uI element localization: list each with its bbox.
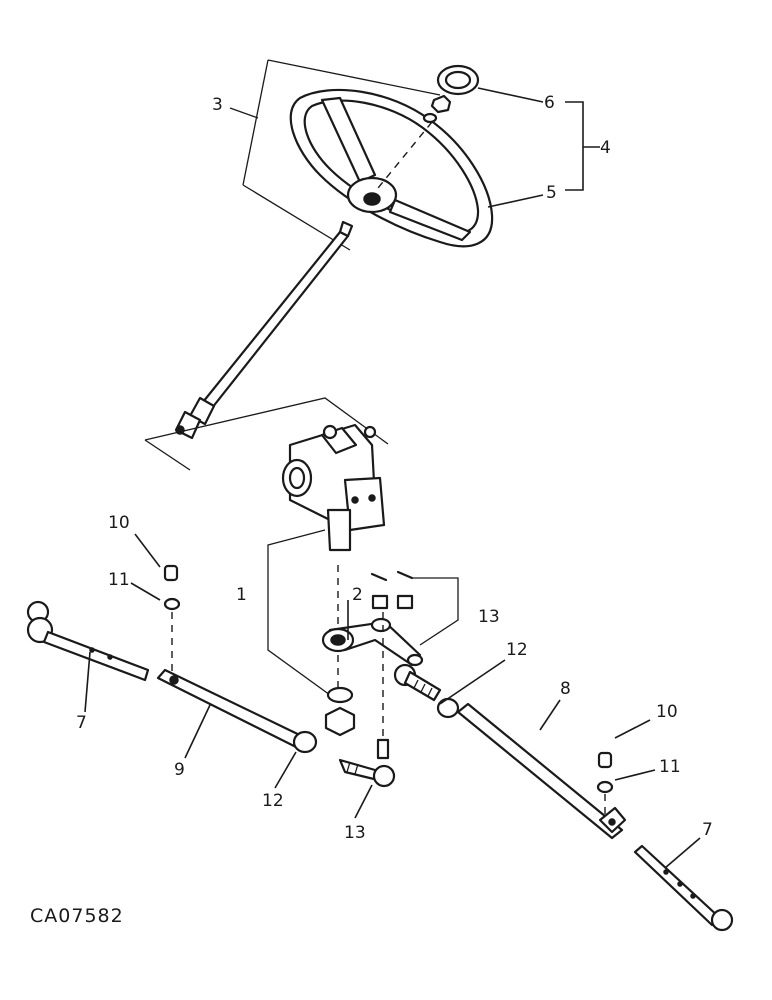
callout-13-bottom: 13: [344, 823, 366, 843]
group-bracket-1: [267, 529, 331, 696]
pitman-arm: [321, 617, 424, 667]
arm-washer: [326, 686, 354, 704]
callout-7-right: 7: [702, 820, 713, 840]
callout-4: 4: [600, 138, 611, 158]
callout-12-right: 12: [506, 640, 528, 660]
callout-11-left: 11: [108, 570, 130, 590]
clamp-bolt-left: [163, 564, 179, 582]
callout-labels: 3 6 4 5 10 11 1 2 13 12 8 7 10 9 11 12 7…: [76, 93, 713, 843]
callout-7-left: 7: [76, 713, 87, 733]
callout-3: 3: [212, 95, 223, 115]
arm-nut: [324, 706, 356, 737]
drawing-code: CA07582: [30, 905, 124, 927]
tie-rod-inner-right: [598, 806, 627, 834]
steering-shaft: [174, 220, 354, 440]
callout-10-left: 10: [108, 513, 130, 533]
callout-11-right: 11: [659, 757, 681, 777]
clamp-bolt-right: [597, 751, 613, 769]
wheel-nut: [430, 94, 452, 114]
tie-rod-end-outer-left: [26, 600, 150, 682]
callout-5: 5: [546, 183, 557, 203]
tie-rod-tube-right: [456, 702, 624, 840]
jam-nut-left: [292, 730, 318, 754]
tie-rod-end-outer-right: [633, 844, 734, 932]
steering-wheel: [289, 88, 494, 248]
tie-rod-tube-left: [156, 668, 312, 752]
callout-13-top: 13: [478, 607, 500, 627]
tie-rod-end-left: [338, 738, 396, 788]
callout-2: 2: [352, 585, 363, 605]
callout-9: 9: [174, 760, 185, 780]
callout-1: 1: [236, 585, 247, 605]
castle-nuts: [371, 594, 414, 610]
steering-gear-box: [281, 423, 386, 552]
callout-12-left: 12: [262, 791, 284, 811]
callout-10-right: 10: [656, 702, 678, 722]
group-bracket-13-top: [412, 577, 459, 646]
callout-8: 8: [560, 679, 571, 699]
tie-rod-end-right: [393, 663, 442, 702]
cotter-pins: [370, 570, 414, 582]
wheel-cap: [436, 64, 480, 96]
group-bracket-3: [229, 59, 441, 251]
lock-washer-right: [596, 780, 614, 794]
leader-lines: [84, 87, 701, 869]
jam-nut-right: [436, 697, 460, 719]
callout-6: 6: [544, 93, 555, 113]
lock-washer-left: [163, 597, 181, 611]
wheel-washer: [422, 112, 438, 124]
